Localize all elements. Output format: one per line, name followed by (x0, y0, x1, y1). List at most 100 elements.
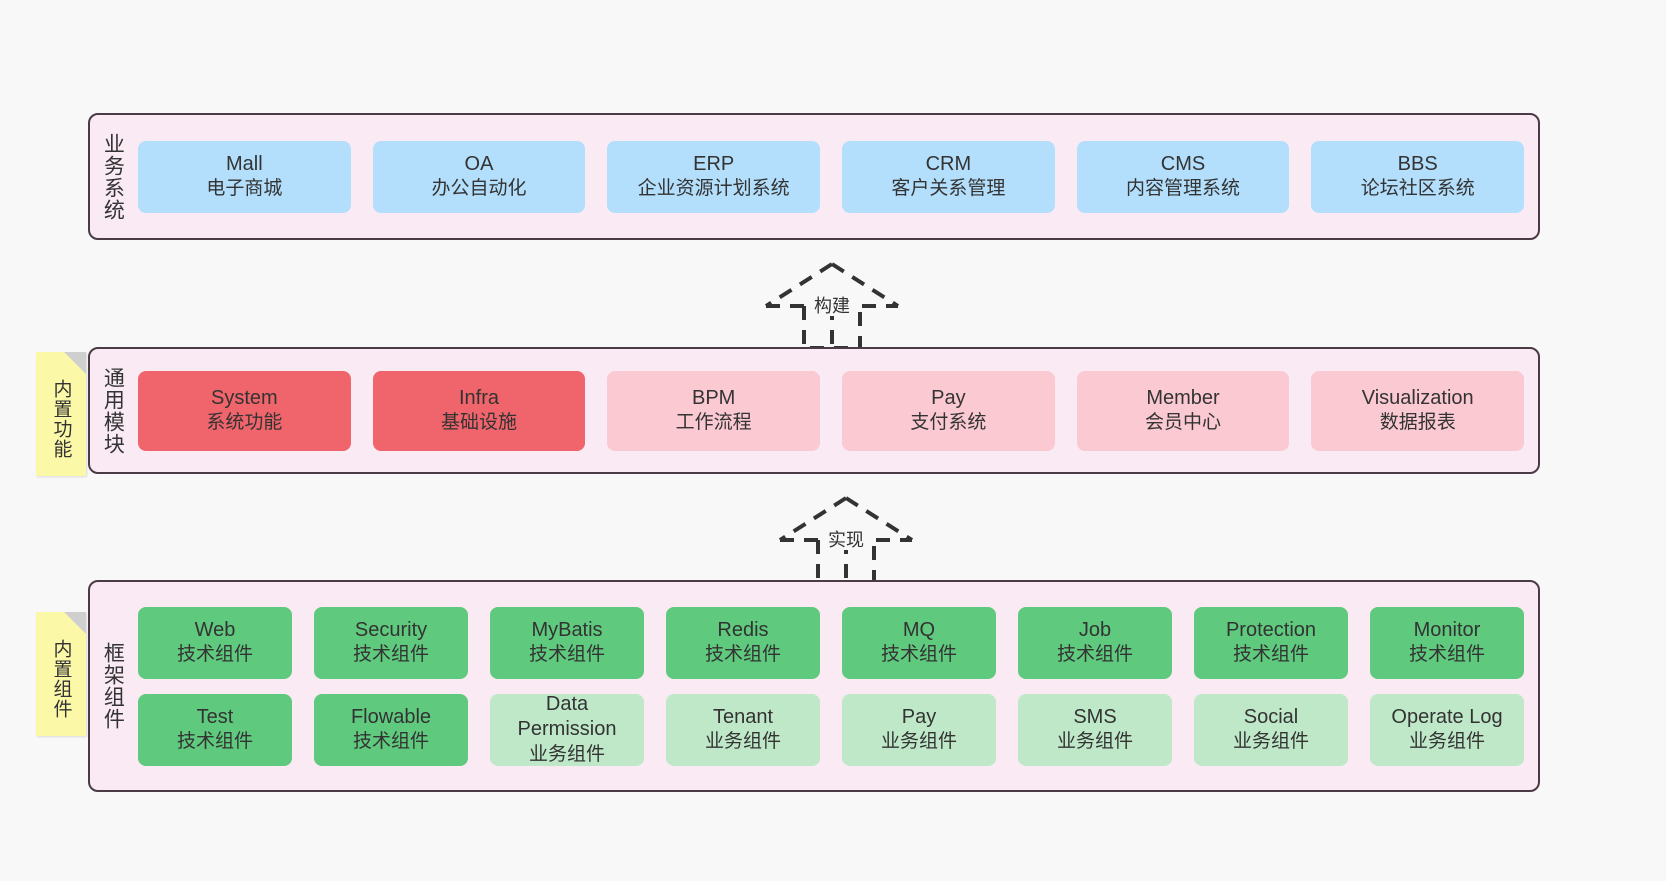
card-tenant[interactable]: Tenant 业务组件 (666, 693, 820, 766)
card-title: Data Permission (517, 692, 617, 741)
card-mq[interactable]: MQ 技术组件 (842, 606, 996, 679)
sticky-note-builtin-function: 内置功能 (36, 352, 86, 476)
sticky-note-builtin-component: 内置组件 (36, 612, 86, 736)
layer-title-common: 通用模块 (101, 366, 125, 455)
card-subtitle: 技术组件 (176, 731, 253, 753)
layer-business-system: 业务系统 Mall 电子商城 OA 办公自动化 ERP 企业资源计划系统 CRM… (88, 113, 1540, 240)
card-title: BPM (692, 386, 736, 409)
card-bbs[interactable]: BBS 论坛社区系统 (1311, 140, 1525, 213)
card-title: Redis (717, 618, 769, 641)
card-oa[interactable]: OA 办公自动化 (372, 140, 586, 213)
card-title: System (210, 386, 278, 409)
card-subtitle: 业务组件 (528, 743, 605, 765)
card-subtitle: 企业资源计划系统 (637, 178, 790, 200)
card-subtitle: 业务组件 (1056, 731, 1133, 753)
card-title: Visualization (1361, 386, 1474, 409)
card-infra[interactable]: Infra 基础设施 (372, 370, 586, 451)
card-job[interactable]: Job 技术组件 (1018, 606, 1172, 679)
card-title: MQ (902, 618, 936, 641)
card-title: Flowable (350, 705, 432, 728)
card-title: Test (196, 705, 234, 728)
card-title: CMS (1160, 152, 1206, 175)
card-title: Infra (458, 386, 500, 409)
card-protection[interactable]: Protection 技术组件 (1194, 606, 1348, 679)
card-title: BBS (1397, 152, 1438, 175)
card-title: CRM (925, 152, 972, 175)
card-subtitle: 内容管理系统 (1126, 178, 1241, 200)
card-subtitle: 技术组件 (1408, 644, 1485, 666)
card-subtitle: 数据报表 (1379, 412, 1456, 434)
card-security[interactable]: Security 技术组件 (314, 606, 468, 679)
connector-label-build: 构建 (812, 296, 852, 316)
card-member[interactable]: Member 会员中心 (1076, 370, 1290, 451)
card-visualization[interactable]: Visualization 数据报表 (1311, 370, 1525, 451)
card-title: Web (194, 618, 236, 641)
card-subtitle: 支付系统 (910, 412, 987, 434)
sticky-note-label: 内置功能 (50, 379, 72, 459)
card-operate-log[interactable]: Operate Log 业务组件 (1370, 693, 1524, 766)
card-title: Monitor (1413, 618, 1481, 641)
card-social[interactable]: Social 业务组件 (1194, 693, 1348, 766)
folded-corner-icon (64, 612, 86, 634)
sticky-note-label: 内置组件 (50, 639, 72, 719)
layer-title-framework: 框架组件 (101, 642, 125, 730)
card-title: ERP (693, 152, 735, 175)
card-title: SMS (1073, 705, 1117, 728)
layer-framework-component: 框架组件 Web 技术组件 Security 技术组件 MyBatis 技术组件… (88, 580, 1540, 792)
card-pay-component[interactable]: Pay 业务组件 (842, 693, 996, 766)
card-test[interactable]: Test 技术组件 (138, 693, 292, 766)
card-subtitle: 工作流程 (675, 412, 752, 434)
card-mall[interactable]: Mall 电子商城 (138, 140, 351, 213)
card-title: Job (1078, 618, 1112, 641)
card-title: Mall (226, 152, 263, 175)
connector-label-implement: 实现 (826, 530, 866, 550)
card-row: Web 技术组件 Security 技术组件 MyBatis 技术组件 Redi… (138, 606, 1524, 679)
card-subtitle: 业务组件 (1232, 731, 1309, 753)
card-row: Mall 电子商城 OA 办公自动化 ERP 企业资源计划系统 CRM 客户关系… (138, 140, 1525, 213)
card-subtitle: 系统功能 (206, 412, 283, 434)
card-subtitle: 技术组件 (528, 644, 605, 666)
card-pay[interactable]: Pay 支付系统 (842, 370, 1055, 451)
card-web[interactable]: Web 技术组件 (138, 606, 292, 679)
card-erp[interactable]: ERP 企业资源计划系统 (607, 140, 821, 213)
card-title: Social (1243, 705, 1299, 728)
card-data-permission[interactable]: Data Permission 业务组件 (490, 692, 644, 766)
card-subtitle: 业务组件 (1408, 731, 1485, 753)
card-cms[interactable]: CMS 内容管理系统 (1076, 140, 1290, 213)
card-subtitle: 技术组件 (880, 644, 957, 666)
card-bpm[interactable]: BPM 工作流程 (607, 370, 821, 451)
layer-body-business: Mall 电子商城 OA 办公自动化 ERP 企业资源计划系统 CRM 客户关系… (134, 115, 1538, 238)
layer-body-framework: Web 技术组件 Security 技术组件 MyBatis 技术组件 Redi… (134, 582, 1538, 790)
card-subtitle: 客户关系管理 (891, 178, 1006, 200)
card-redis[interactable]: Redis 技术组件 (666, 606, 820, 679)
card-title: Tenant (712, 705, 774, 728)
card-title: Operate Log (1391, 705, 1503, 728)
card-title: Pay (901, 705, 937, 728)
card-mybatis[interactable]: MyBatis 技术组件 (490, 606, 644, 679)
card-title: OA (464, 152, 494, 175)
card-title: Security (354, 618, 428, 641)
layer-title-business: 业务系统 (101, 132, 125, 221)
card-subtitle: 会员中心 (1145, 412, 1222, 434)
card-subtitle: 基础设施 (441, 412, 518, 434)
layer-common-module: 通用模块 System 系统功能 Infra 基础设施 BPM 工作流程 Pay… (88, 347, 1540, 474)
card-system[interactable]: System 系统功能 (138, 370, 351, 451)
card-subtitle: 技术组件 (176, 644, 253, 666)
layer-body-common: System 系统功能 Infra 基础设施 BPM 工作流程 Pay 支付系统… (134, 349, 1538, 472)
card-monitor[interactable]: Monitor 技术组件 (1370, 606, 1524, 679)
card-crm[interactable]: CRM 客户关系管理 (842, 140, 1055, 213)
card-flowable[interactable]: Flowable 技术组件 (314, 693, 468, 766)
card-subtitle: 论坛社区系统 (1360, 178, 1475, 200)
card-title: MyBatis (531, 618, 603, 641)
card-row: System 系统功能 Infra 基础设施 BPM 工作流程 Pay 支付系统… (138, 370, 1525, 451)
card-title: Pay (931, 386, 966, 409)
card-subtitle: 办公自动化 (431, 178, 527, 200)
card-subtitle: 技术组件 (352, 644, 429, 666)
card-title: Member (1146, 386, 1220, 409)
card-subtitle: 业务组件 (880, 731, 957, 753)
card-subtitle: 技术组件 (1056, 644, 1133, 666)
card-sms[interactable]: SMS 业务组件 (1018, 693, 1172, 766)
card-row: Test 技术组件 Flowable 技术组件 Data Permission … (138, 692, 1524, 766)
card-subtitle: 技术组件 (1232, 644, 1309, 666)
card-title: Protection (1225, 618, 1317, 641)
